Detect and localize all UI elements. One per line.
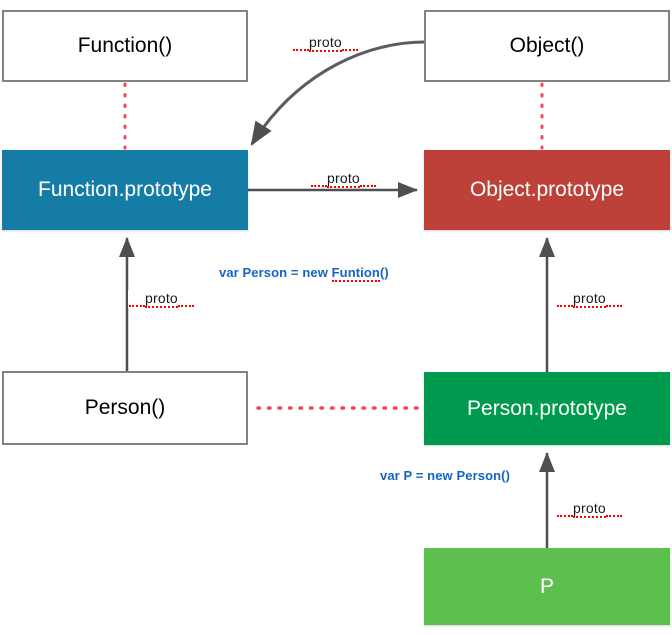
annotation-prefix: var Person = new <box>219 265 332 280</box>
proto-text: proto <box>572 290 606 308</box>
edge-label-proto-object-to-function-prototype: __proto__ <box>292 34 359 52</box>
proto-underline-right: __ <box>605 289 622 307</box>
proto-underline-right: __ <box>605 499 622 517</box>
proto-underline-left: __ <box>557 289 573 307</box>
node-label: Person() <box>84 396 166 420</box>
proto-underline-left: __ <box>557 499 573 517</box>
node-person-constructor[interactable]: Person() <box>2 371 248 445</box>
proto-text: proto <box>572 500 606 518</box>
annotation-suffix: () <box>379 265 389 280</box>
node-label: Function.prototype <box>38 178 212 202</box>
edge-label-proto-person-prototype-to-object-prototype: __proto__ <box>556 290 623 308</box>
annotation-misspelled-word: Funtion <box>331 265 380 282</box>
node-function-prototype[interactable]: Function.prototype <box>2 150 248 230</box>
proto-underline-left: __ <box>311 169 327 187</box>
node-label: P <box>539 574 554 598</box>
node-p-instance[interactable]: P <box>424 548 670 625</box>
edge-label-proto-function-prototype-to-object-prototype: __proto__ <box>310 170 377 188</box>
proto-underline-right: __ <box>177 289 194 307</box>
node-label: Function() <box>77 34 173 58</box>
node-person-prototype[interactable]: Person.prototype <box>424 372 670 445</box>
proto-text: proto <box>308 34 342 52</box>
annotation-var-person: var Person = new Funtion() <box>219 265 389 282</box>
node-object-constructor[interactable]: Object() <box>424 10 670 82</box>
node-label: Object() <box>509 34 585 58</box>
proto-underline-right: __ <box>359 169 376 187</box>
proto-text: proto <box>326 170 360 188</box>
node-label: Object.prototype <box>469 178 625 202</box>
proto-text: proto <box>144 290 178 308</box>
edge-label-proto-person-to-function-prototype: __proto__ <box>128 290 195 308</box>
node-label: Person.prototype <box>467 396 627 420</box>
edge-label-proto-p-to-person-prototype: __proto__ <box>556 500 623 518</box>
annotation-var-p: var P = new Person() <box>380 468 511 483</box>
edge-object-to-function-prototype <box>250 40 425 147</box>
node-object-prototype[interactable]: Object.prototype <box>424 150 670 230</box>
proto-underline-right: __ <box>341 33 358 51</box>
proto-underline-left: __ <box>129 289 145 307</box>
node-function-constructor[interactable]: Function() <box>2 10 248 82</box>
proto-underline-left: __ <box>293 33 309 51</box>
annotation-prefix: var P = new Person() <box>380 468 511 483</box>
